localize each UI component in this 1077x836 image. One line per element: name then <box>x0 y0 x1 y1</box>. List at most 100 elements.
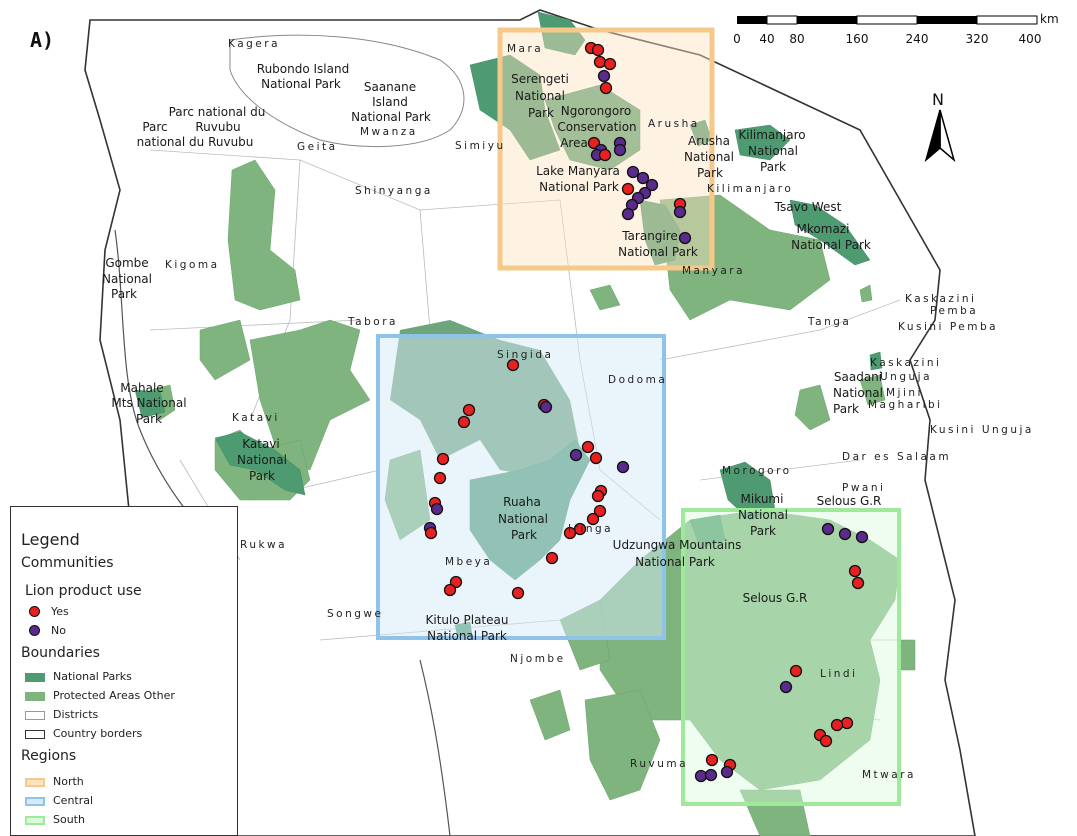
community-point-no <box>597 69 611 83</box>
legend-districts-swatch <box>25 711 45 720</box>
label-manyara: Lake Manyara <box>536 164 620 178</box>
label-kaskazini-pemba-2: Pemba <box>930 305 978 317</box>
katavi-np <box>214 431 306 496</box>
label-mbeya: Mbeya <box>445 556 492 568</box>
community-point-yes <box>449 575 463 589</box>
label-mahale-3: Park <box>136 412 162 426</box>
community-point-no <box>430 502 444 516</box>
label-mtwara: Mtwara <box>862 769 916 781</box>
legend-protected-areas-other: Protected Areas Other <box>53 689 175 702</box>
label-serengeti-3: Park <box>528 106 554 120</box>
community-point-no <box>621 207 635 221</box>
legend-yes-swatch <box>29 606 40 617</box>
label-pwani: Pwani <box>842 482 885 494</box>
label-tanga: Tanga <box>807 316 851 328</box>
label-arusha-3: Park <box>697 166 723 180</box>
label-katavi-region: Katavi <box>232 412 280 424</box>
label-ruvubu-3: Parc <box>142 120 167 134</box>
label-saadani: Saadani <box>834 370 882 384</box>
scale-tick-2: 80 <box>789 32 805 46</box>
community-point-yes <box>586 512 600 526</box>
north-arrow: N <box>920 90 960 170</box>
legend-central-swatch <box>25 797 45 806</box>
region-box-south <box>681 508 901 806</box>
label-saadani-3: Park <box>833 402 859 416</box>
legend-national-parks-swatch <box>25 673 45 682</box>
label-kusini-unguja: Kusini Unguja <box>930 424 1034 436</box>
community-point-yes <box>462 403 476 417</box>
community-point-no <box>779 680 793 694</box>
community-point-yes <box>621 182 635 196</box>
legend-no-swatch <box>29 625 40 636</box>
label-ngorongoro: Ngorongoro <box>561 104 632 118</box>
scale-bar: 0 40 80 160 240 320 400 km <box>730 10 1070 50</box>
legend-communities: Communities <box>21 555 114 571</box>
label-kaskazini-unguja-2: Unguja <box>880 371 932 383</box>
community-point-no <box>616 460 630 474</box>
community-point-no <box>838 527 852 541</box>
legend-central: Central <box>53 794 94 807</box>
label-kaskazini-pemba: Kaskazini <box>905 293 976 305</box>
legend-country-borders-swatch <box>25 730 45 739</box>
community-point-yes <box>705 753 719 767</box>
community-point-yes <box>436 452 450 466</box>
label-songwe: Songwe <box>327 608 383 620</box>
community-point-no <box>855 530 869 544</box>
label-kilimanjaro: Kilimanjaro <box>738 128 805 142</box>
label-manyara: Manyara <box>682 265 745 277</box>
label-shinyanga: Shinyanga <box>355 185 433 197</box>
scale-bar-graphic <box>737 15 1038 25</box>
kilimanjaro-np <box>734 124 791 161</box>
community-point-yes <box>443 583 457 597</box>
label-kusini-pemba: Kusini Pemba <box>898 321 998 333</box>
legend-regions: Regions <box>21 748 77 764</box>
label-katavi-2: National <box>237 453 287 467</box>
label-kilimanjaro-2: National <box>748 144 798 158</box>
tarangire-np <box>639 199 681 266</box>
label-manyara-2: National Park <box>539 180 619 194</box>
community-point-yes <box>433 471 447 485</box>
region-labels: Kagera Mara Mwanza Geita Simiyu Arusha S… <box>165 38 1034 781</box>
label-dodoma: Dodoma <box>608 374 667 386</box>
legend-south: South <box>53 813 85 826</box>
label-katavi-3: Park <box>249 469 275 483</box>
community-point-no <box>694 769 708 783</box>
community-point-yes <box>589 451 603 465</box>
community-point-yes <box>599 81 613 95</box>
label-kitulo-2: National Park <box>427 629 507 643</box>
label-saadani-2: National <box>833 386 883 400</box>
community-point-yes <box>848 564 862 578</box>
community-point-yes <box>819 734 833 748</box>
community-point-no <box>626 165 640 179</box>
community-point-no <box>821 522 835 536</box>
label-mkomazi-2: National Park <box>791 238 871 252</box>
label-mikumi-3: Park <box>750 524 776 538</box>
community-point-yes <box>506 358 520 372</box>
scale-tick-4: 240 <box>905 32 929 46</box>
community-point-yes <box>563 526 577 540</box>
legend-no: No <box>51 624 66 637</box>
label-tabora: Tabora <box>347 316 398 328</box>
label-mikumi-2: National <box>738 508 788 522</box>
legend-boundaries: Boundaries <box>21 645 100 661</box>
label-selous-north: Selous G.R <box>817 494 882 508</box>
community-point-yes <box>545 551 559 565</box>
scale-tick-5: 320 <box>965 32 989 46</box>
community-point-yes <box>591 489 605 503</box>
serengeti-park <box>469 54 561 161</box>
saadani-np <box>869 351 883 371</box>
label-ngorongoro-2: Conservation <box>557 120 636 134</box>
label-ruaha: Ruaha <box>503 495 541 509</box>
udzungwa-np <box>689 514 726 549</box>
label-singida: Singida <box>497 349 553 361</box>
label-saanane-2: Island <box>372 95 408 109</box>
legend: Legend Communities Lion product use Yes … <box>10 506 238 836</box>
label-ruvubu-4: national du Ruvubu <box>137 135 254 149</box>
serengeti-north <box>537 11 586 56</box>
label-selous-main: Selous G.R <box>743 591 808 605</box>
label-kaskazini-unguja: Kaskazini <box>870 357 941 369</box>
label-rubondo-2: National Park <box>261 77 341 91</box>
park-labels: Rubondo Island National Park Saanane Isl… <box>102 62 883 643</box>
legend-protected-swatch <box>25 692 45 701</box>
label-dar: Dar es Salaam <box>842 451 951 463</box>
